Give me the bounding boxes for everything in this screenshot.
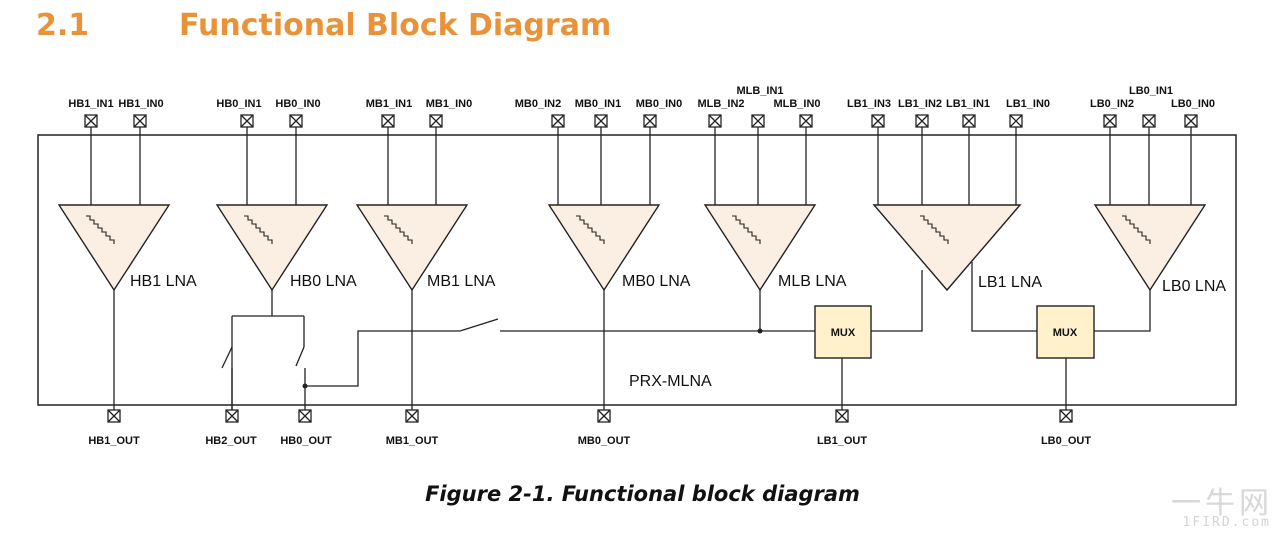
pin-label-hb1-in0: HB1_IN0 <box>118 98 163 110</box>
section-heading: 2.1 Functional Block Diagram <box>36 8 611 43</box>
pin-box-icon <box>381 114 395 128</box>
pin-label-lb1-in3: LB1_IN3 <box>847 98 891 110</box>
lb0-mux-label: MUX <box>1053 327 1078 339</box>
mlb-lna-label: MLB LNA <box>778 273 847 290</box>
junction-dot <box>302 383 308 389</box>
lb1-mux-block <box>814 305 872 359</box>
lb1-lna-amplifier <box>872 204 1022 292</box>
hb0-lna-label: HB0 LNA <box>290 273 357 290</box>
lb0-lna-label: LB0 LNA <box>1162 278 1226 295</box>
gain-step-icon <box>244 215 273 244</box>
section-title: Functional Block Diagram <box>179 8 612 43</box>
pin-box-icon <box>1009 114 1023 128</box>
gain-step-icon <box>86 215 115 244</box>
pin-label-lb0-in1: LB0_IN1 <box>1129 85 1173 97</box>
pin-label-lb1-in0: LB1_IN0 <box>1006 98 1050 110</box>
gain-step-icon <box>384 215 413 244</box>
pin-label-mlb-in0: MLB_IN0 <box>773 98 820 110</box>
gain-step-icons <box>86 215 1151 244</box>
internal-routing <box>113 262 1151 410</box>
pin-label-lb0-in2: LB0_IN2 <box>1090 98 1134 110</box>
lna-amplifiers <box>57 204 1207 292</box>
gain-step-icon <box>732 215 761 244</box>
block-label: PRX-MLNA <box>629 373 712 390</box>
pin-box-icon <box>133 114 147 128</box>
junction-dot <box>757 328 763 334</box>
lb1-mux-label: MUX <box>831 327 856 339</box>
pin-label-hb0-out: HB0_OUT <box>280 435 332 447</box>
watermark-logo: 一牛网 <box>1171 486 1273 521</box>
pin-label-mb1-in0: MB1_IN0 <box>426 98 472 110</box>
lb1-lna-label: LB1 LNA <box>978 274 1042 291</box>
pin-label-hb1-out: HB1_OUT <box>88 435 140 447</box>
pin-box-icon <box>594 114 608 128</box>
watermark-url: 1FIRD.com <box>1182 515 1271 530</box>
pin-box-icon <box>962 114 976 128</box>
pin-label-lb0-out: LB0_OUT <box>1041 435 1091 447</box>
pin-label-mb0-in0: MB0_IN0 <box>636 98 682 110</box>
input-wires <box>90 127 1192 205</box>
pin-box-icon <box>871 114 885 128</box>
pin-label-hb0-in1: HB0_IN1 <box>216 98 261 110</box>
pin-label-lb0-in0: LB0_IN0 <box>1171 98 1215 110</box>
mb1-lna-label: MB1 LNA <box>427 273 496 290</box>
section-number: 2.1 <box>36 8 90 43</box>
pin-label-mb0-in2: MB0_IN2 <box>515 98 561 110</box>
pin-box-icon <box>597 409 611 423</box>
lb0-mux-block <box>1036 305 1095 359</box>
figure-caption: Figure 2-1. Functional block diagram <box>425 482 860 506</box>
pin-box-icon <box>799 114 813 128</box>
mb1-lna-amplifier <box>355 204 469 292</box>
pin-label-lb1-in1: LB1_IN1 <box>946 98 990 110</box>
pin-box-icon <box>643 114 657 128</box>
pin-label-mlb-in1: MLB_IN1 <box>736 85 783 97</box>
pin-label-mb0-out: MB0_OUT <box>578 435 631 447</box>
pin-box-icon <box>405 409 419 423</box>
pin-box-icon <box>84 114 98 128</box>
pin-label-hb2-out: HB2_OUT <box>205 435 257 447</box>
pin-box-icon <box>429 114 443 128</box>
pin-box-icon <box>225 409 239 423</box>
pin-label-mb0-in1: MB0_IN1 <box>575 98 621 110</box>
pin-label-mb1-out: MB1_OUT <box>386 435 439 447</box>
pin-box-icon <box>107 409 121 423</box>
pin-box-icon <box>240 114 254 128</box>
pin-box-icon <box>835 409 849 423</box>
pin-box-icon <box>289 114 303 128</box>
mb0-lna-label: MB0 LNA <box>622 273 691 290</box>
gain-step-icon <box>1122 215 1151 244</box>
pin-box-icon <box>1184 114 1198 128</box>
pin-box-icon <box>551 114 565 128</box>
pin-label-mb1-in1: MB1_IN1 <box>366 98 412 110</box>
gain-step-icon <box>920 215 949 244</box>
pin-box-icon <box>708 114 722 128</box>
lb0-lna-amplifier <box>1093 204 1207 292</box>
mlb-lna-amplifier <box>703 204 817 292</box>
pin-boxes <box>84 114 1198 423</box>
prx-mlna-block <box>37 134 1237 406</box>
pin-label-mlb-in2: MLB_IN2 <box>697 98 744 110</box>
pin-label-lb1-out: LB1_OUT <box>817 435 867 447</box>
pin-box-icon <box>751 114 765 128</box>
pin-label-hb1-in1: HB1_IN1 <box>68 98 113 110</box>
mb0-lna-amplifier <box>547 204 661 292</box>
pin-box-icon <box>1059 409 1073 423</box>
pin-label-hb0-in0: HB0_IN0 <box>275 98 320 110</box>
pin-box-icon <box>1142 114 1156 128</box>
pin-box-icon <box>1103 114 1117 128</box>
pin-box-icon <box>915 114 929 128</box>
pin-box-icon <box>298 409 312 423</box>
hb1-lna-amplifier <box>57 204 171 292</box>
pin-label-lb1-in2: LB1_IN2 <box>898 98 942 110</box>
hb1-lna-label: HB1 LNA <box>130 273 197 290</box>
hb0-lna-amplifier <box>215 204 329 292</box>
gain-step-icon <box>576 215 605 244</box>
